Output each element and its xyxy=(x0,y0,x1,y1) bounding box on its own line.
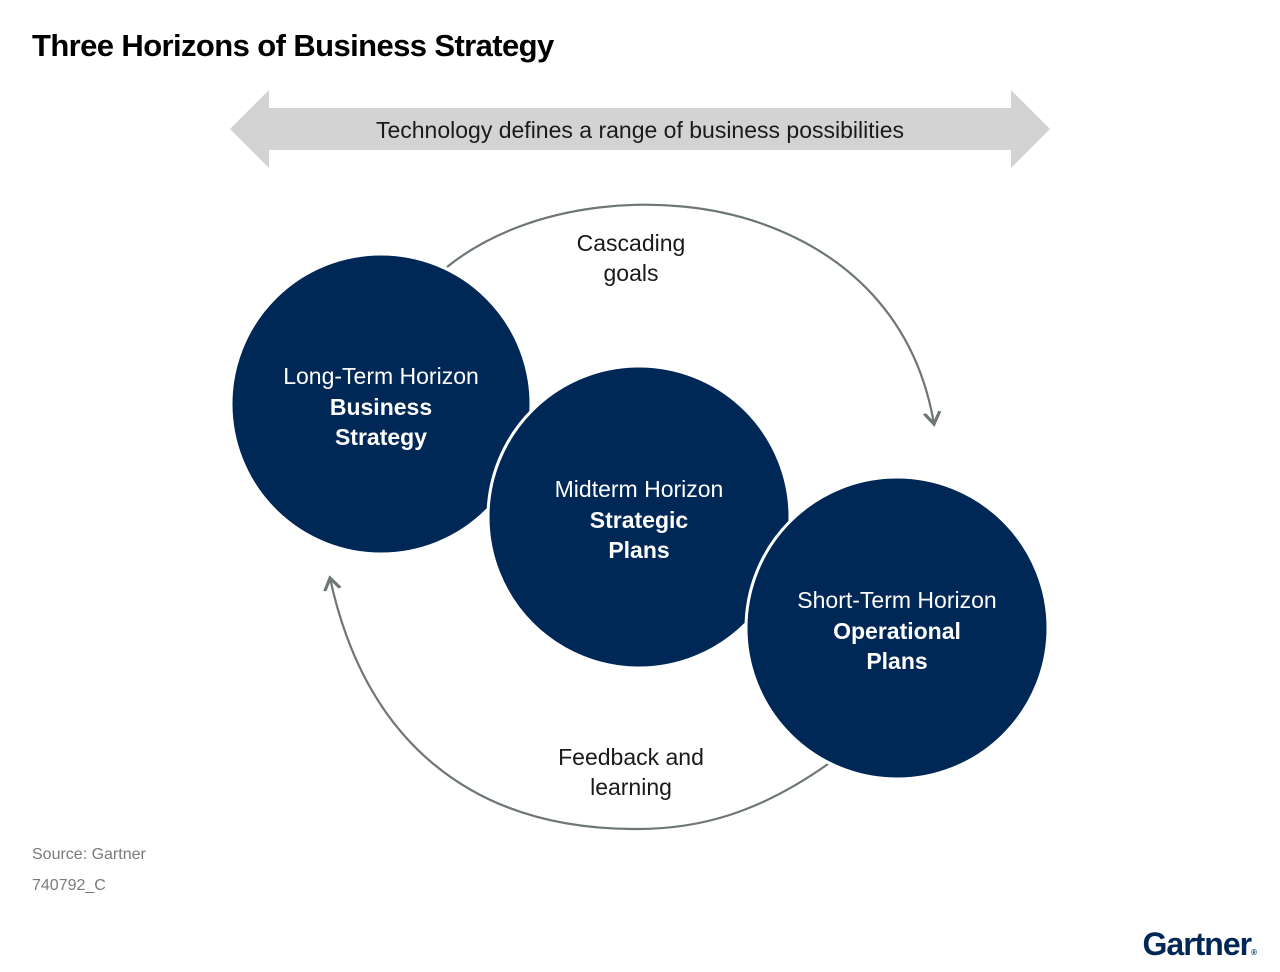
plan-label: Plans xyxy=(866,648,927,674)
horizon-label: Long-Term Horizon xyxy=(283,363,479,389)
registered-mark-icon: ® xyxy=(1251,948,1257,957)
svg-text:goals: goals xyxy=(604,260,659,286)
plan-label: Operational xyxy=(833,618,961,644)
svg-text:Feedback and: Feedback and xyxy=(558,744,704,770)
long-term-horizon-circle: Long-Term Horizon Business Strategy xyxy=(229,252,533,556)
midterm-horizon-circle: Midterm Horizon Strategic Plans xyxy=(486,364,792,670)
source-note: Source: Gartner xyxy=(32,846,146,863)
svg-text:learning: learning xyxy=(590,774,672,800)
cascading-goals-arrow-icon xyxy=(446,203,934,424)
logo-text: Gartner xyxy=(1142,926,1253,962)
plan-label: Plans xyxy=(608,537,669,563)
figure-code: 740792_C xyxy=(32,877,106,894)
double-headed-arrow-icon xyxy=(230,90,1050,168)
page-title: Three Horizons of Business Strategy xyxy=(32,28,554,63)
feedback-learning-arrow-icon xyxy=(330,578,829,831)
feedback-learning-label: Feedback and learning xyxy=(558,744,704,800)
plan-label: Strategic xyxy=(590,507,689,533)
short-term-horizon-circle: Short-Term Horizon Operational Plans xyxy=(744,475,1050,781)
technology-range-banner: Technology defines a range of business p… xyxy=(230,90,1050,168)
svg-text:Cascading: Cascading xyxy=(577,230,686,256)
plan-label: Strategy xyxy=(335,424,427,450)
plan-label: Business xyxy=(330,394,432,420)
banner-label: Technology defines a range of business p… xyxy=(376,117,904,143)
horizon-label: Short-Term Horizon xyxy=(797,587,996,613)
gartner-logo: Gartner® xyxy=(1143,926,1257,963)
horizon-label: Midterm Horizon xyxy=(555,476,724,502)
cascading-goals-label: Cascading goals xyxy=(577,230,686,286)
